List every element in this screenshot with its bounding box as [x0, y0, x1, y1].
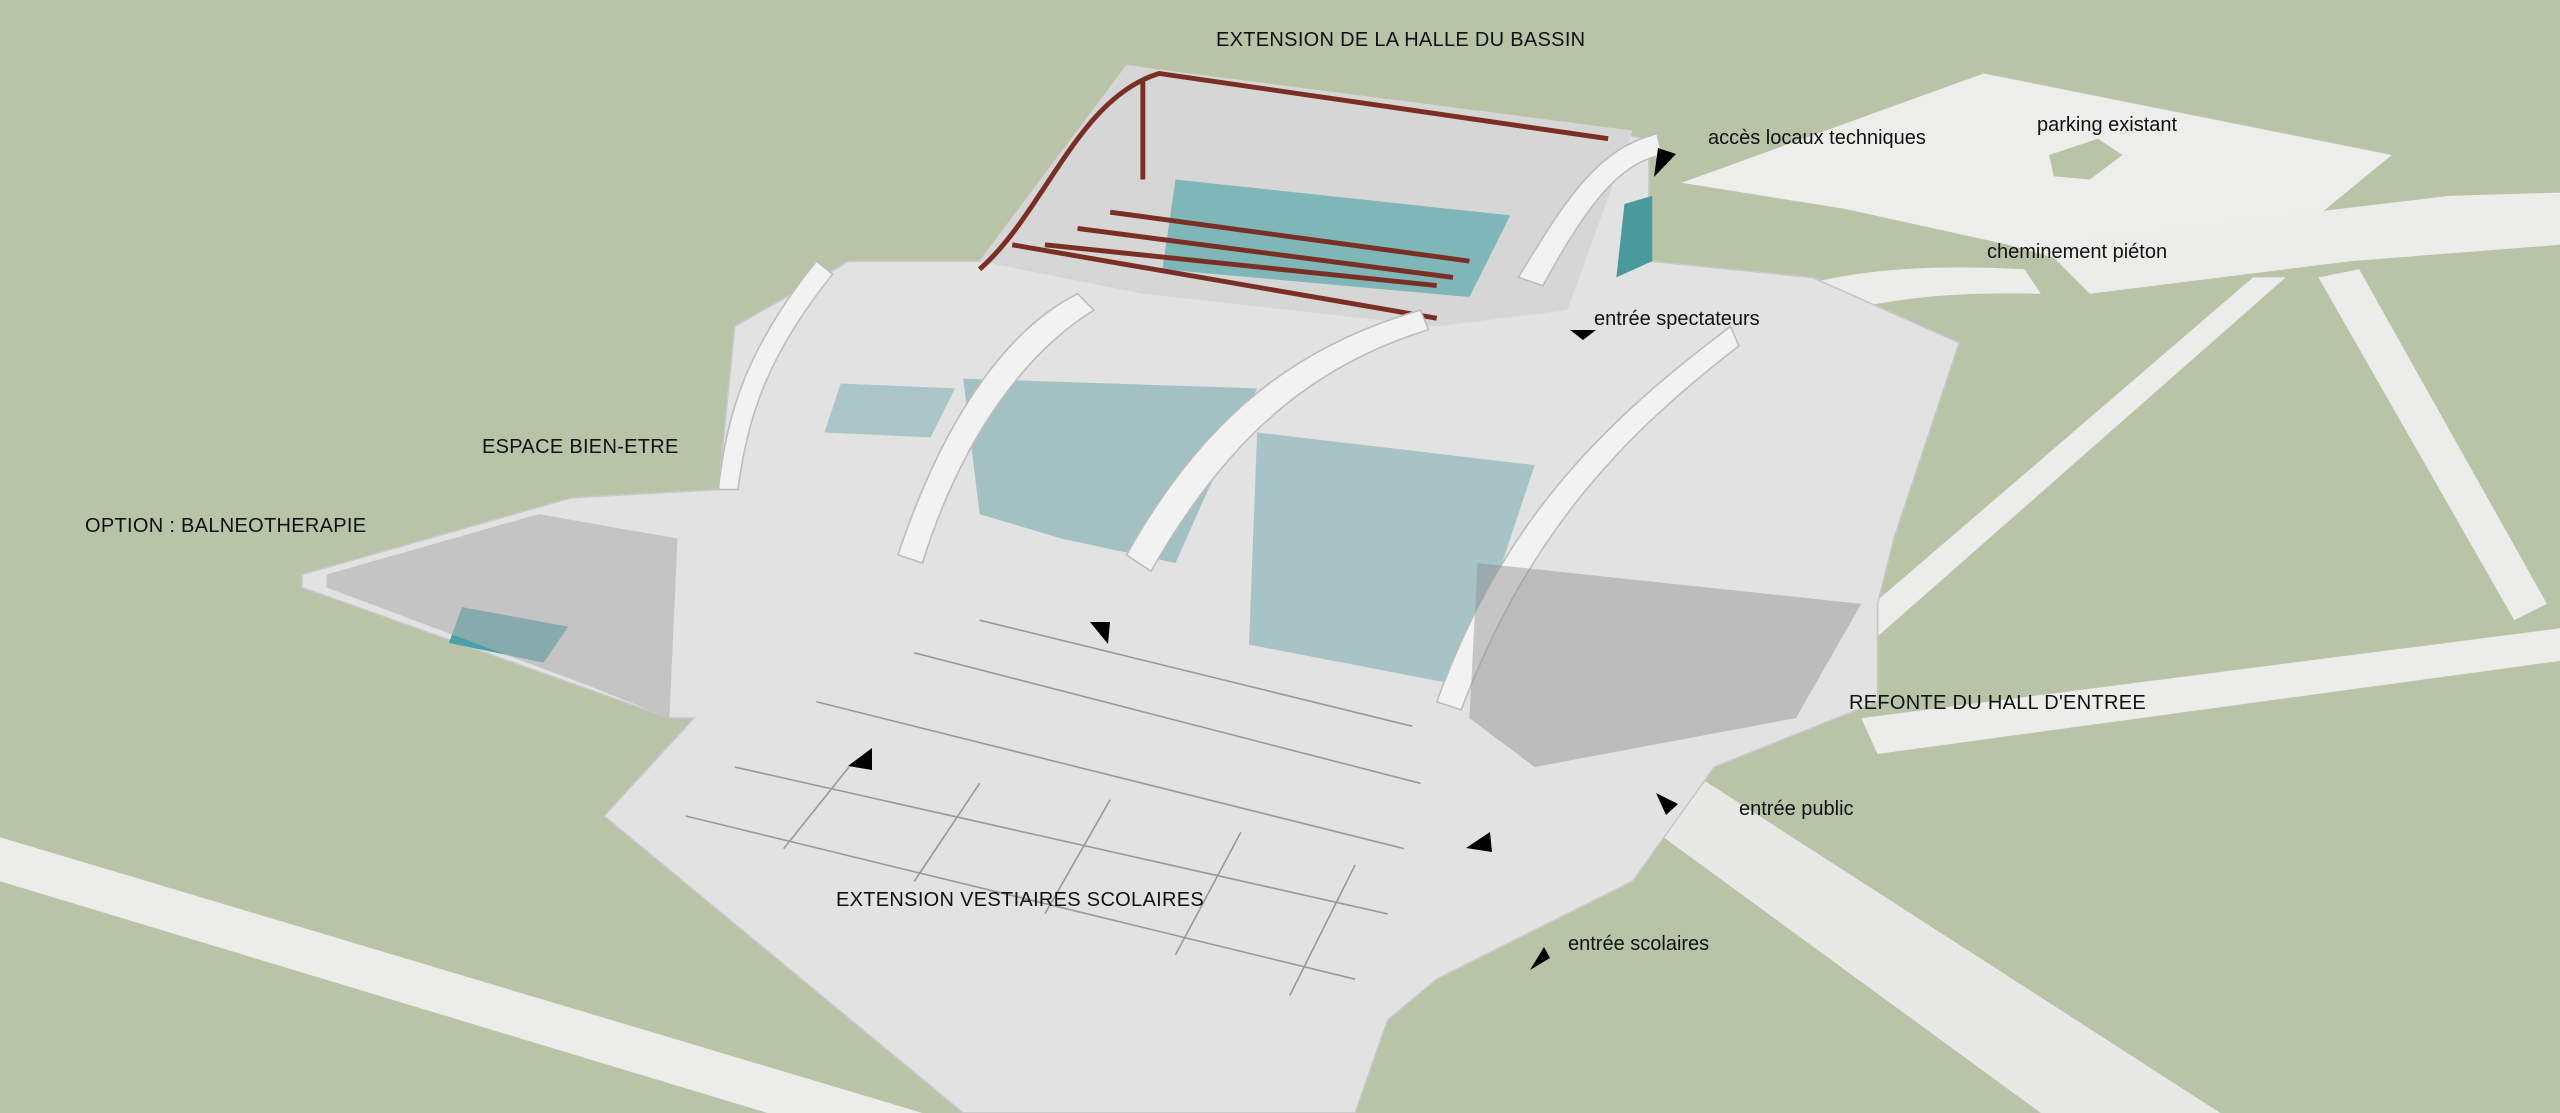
curved-walls: [717, 132, 1740, 711]
timber-roof-structure: [977, 70, 1609, 321]
label-entree-spectateurs: entrée spectateurs: [1594, 308, 1760, 330]
label-refonte-hall-entree: REFONTE DU HALL D'ENTREE: [1849, 692, 2146, 714]
label-acces-locaux-techniques: accès locaux techniques: [1708, 127, 1926, 149]
road-hall: [1861, 628, 2560, 754]
label-entree-public: entrée public: [1739, 798, 1854, 820]
hall-interior: [1469, 563, 1862, 768]
balneo-interior: [326, 514, 678, 719]
teal-glass-facade: [1616, 195, 1653, 278]
label-option-balneotherapie: OPTION : BALNEOTHERAPIE: [85, 515, 367, 537]
road-diagonal-east: [2318, 269, 2547, 621]
pool-sportif: [1248, 432, 1535, 686]
label-cheminement-pieton: cheminement piéton: [1987, 241, 2168, 263]
label-entree-scolaires: entrée scolaires: [1568, 933, 1710, 955]
road-diagonal-north: [1844, 277, 2286, 637]
label-parking-existant: parking existant: [2037, 114, 2178, 136]
label-extension-halle-bassin: EXTENSION DE LA HALLE DU BASSIN: [1216, 29, 1586, 51]
walkway-south: [1567, 734, 2221, 1113]
parking-island: [2048, 138, 2123, 180]
building-floor: [301, 64, 1961, 1113]
pool-bien-etre-small: [824, 383, 956, 438]
road-east: [2040, 192, 2560, 294]
vestiaires-partitions: [685, 619, 1421, 996]
cheminement-pieton-path: [1665, 267, 2041, 376]
label-extension-vestiaires-scolaires: EXTENSION VESTIAIRES SCOLAIRES: [836, 889, 1204, 911]
label-espace-bien-etre: ESPACE BIEN-ETRE: [482, 436, 679, 458]
road-southwest: [0, 837, 923, 1113]
